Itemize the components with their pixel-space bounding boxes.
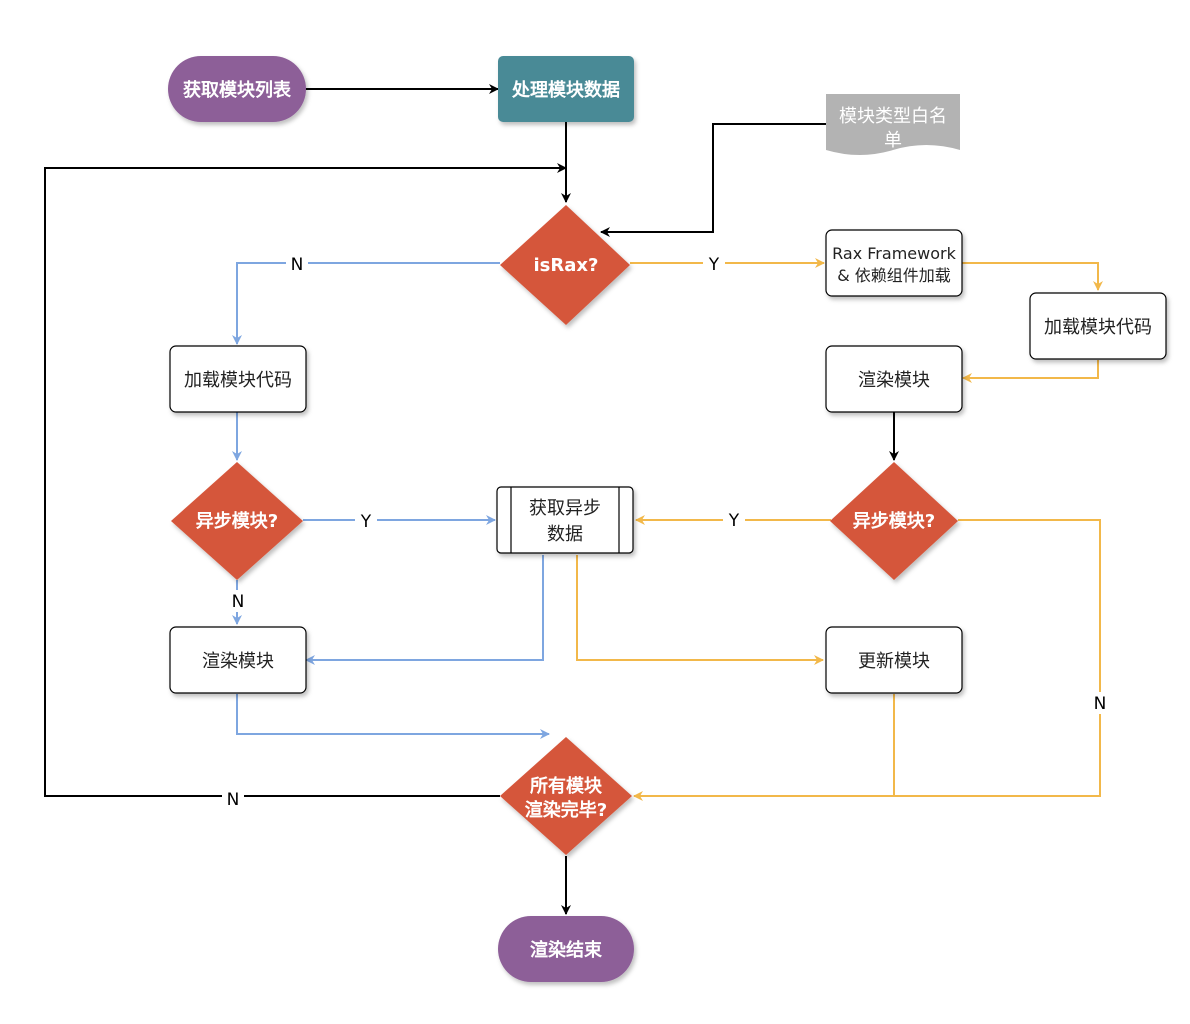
edge-loadcode-to-render-right xyxy=(962,360,1099,383)
node-load-code-right-label: 加载模块代码 xyxy=(1044,317,1152,338)
edges xyxy=(44,84,1103,915)
node-all-rendered: 所有模块 渲染完毕? xyxy=(500,737,632,855)
node-async-left-label: 异步模块? xyxy=(196,510,278,532)
label-async-right-no: N xyxy=(1094,694,1107,714)
node-process-module-data: 处理模块数据 xyxy=(498,56,634,122)
node-process-module-data-label: 处理模块数据 xyxy=(511,79,620,101)
node-whitelist-line2: 单 xyxy=(884,130,902,151)
node-render-end-label: 渲染结束 xyxy=(530,939,603,961)
node-rax-framework-line2: & 依赖组件加载 xyxy=(837,266,951,285)
label-async-left-yes: Y xyxy=(360,512,372,532)
node-async-left: 异步模块? xyxy=(171,462,303,580)
node-rax-framework: Rax Framework & 依赖组件加载 xyxy=(825,229,963,297)
node-rax-framework-line1: Rax Framework xyxy=(832,244,956,263)
node-fetch-async-line2: 数据 xyxy=(547,524,583,545)
node-render-left-label: 渲染模块 xyxy=(202,651,274,672)
node-update-module: 更新模块 xyxy=(825,626,963,694)
label-israx-no: N xyxy=(291,255,304,275)
edge-fetch-to-render-left xyxy=(305,555,544,665)
node-all-rendered-line1: 所有模块 xyxy=(530,775,603,797)
node-render-right: 渲染模块 xyxy=(825,345,963,413)
node-async-right-label: 异步模块? xyxy=(853,510,935,532)
node-load-code-right: 加载模块代码 xyxy=(1029,292,1167,360)
node-is-rax-label: isRax? xyxy=(534,255,599,276)
node-whitelist-line1: 模块类型白名 xyxy=(839,106,947,127)
node-is-rax: isRax? xyxy=(500,205,630,325)
node-all-rendered-line2: 渲染完毕? xyxy=(525,799,607,821)
label-async-left-no: N xyxy=(232,592,245,612)
edge-labels: N Y Y N Y N N xyxy=(222,253,1111,810)
edge-fetch-to-update xyxy=(576,555,824,665)
node-load-code-left: 加载模块代码 xyxy=(169,345,307,413)
edge-loop-back xyxy=(44,163,567,797)
node-get-module-list: 获取模块列表 xyxy=(168,56,306,122)
edge-async-right-no xyxy=(633,519,1101,801)
edge-israx-no xyxy=(232,262,500,345)
node-render-left: 渲染模块 xyxy=(169,626,307,694)
node-fetch-async-data: 获取异步 数据 xyxy=(496,486,634,554)
edge-whitelist-to-israx xyxy=(600,123,826,237)
node-fetch-async-line1: 获取异步 xyxy=(529,498,601,519)
node-async-right: 异步模块? xyxy=(830,462,958,580)
edge-render-left-to-all xyxy=(236,694,550,739)
node-update-module-label: 更新模块 xyxy=(858,651,930,672)
node-whitelist-document: 模块类型白名 单 xyxy=(826,94,960,155)
label-all-rendered-no: N xyxy=(227,790,240,810)
node-render-right-label: 渲染模块 xyxy=(858,370,930,391)
node-get-module-list-label: 获取模块列表 xyxy=(183,79,292,101)
edge-rax-to-loadcode xyxy=(961,262,1103,291)
node-render-end: 渲染结束 xyxy=(498,916,634,982)
label-async-right-yes: Y xyxy=(728,511,740,531)
node-load-code-left-label: 加载模块代码 xyxy=(184,370,292,391)
label-israx-yes: Y xyxy=(708,255,720,275)
